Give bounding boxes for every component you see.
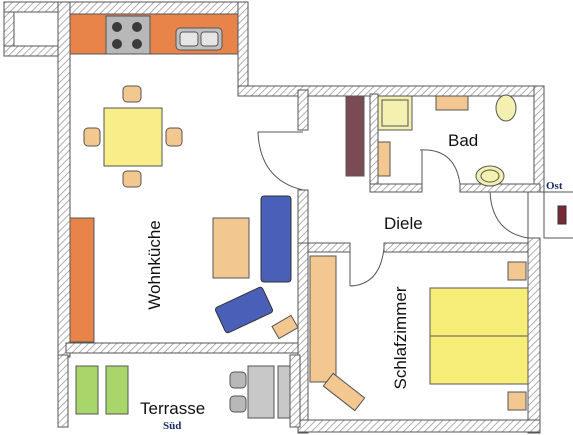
sofa — [260, 195, 292, 283]
lounger-icon — [105, 365, 129, 415]
chair-icon — [322, 372, 366, 412]
armchair — [215, 286, 273, 334]
compass-south: Süd — [163, 420, 181, 432]
room-label-kitchen: Wohnküche — [145, 220, 164, 309]
chair-icon — [229, 371, 247, 389]
bedroom-wardrobe — [309, 255, 337, 383]
bedroom-furniture — [309, 255, 529, 412]
compass-east: Ost — [546, 180, 563, 192]
walls — [3, 1, 545, 434]
room-label-bedroom: Schlafzimmer — [391, 286, 410, 389]
nightstand-icon — [507, 391, 527, 411]
sideboard — [69, 217, 95, 343]
chair-icon — [83, 127, 101, 147]
stove-icon — [105, 15, 151, 55]
lounger-icon — [75, 365, 99, 415]
terrace-furniture — [75, 365, 291, 419]
chair-icon — [229, 395, 247, 413]
room-label-hall: Diele — [384, 214, 423, 233]
side-table — [271, 314, 299, 340]
terrace-table — [247, 365, 275, 419]
dining-table — [83, 85, 183, 188]
radiator-icon — [557, 205, 567, 225]
doors — [257, 131, 529, 287]
wardrobe — [345, 95, 365, 177]
room-label-terrace: Terrasse — [140, 399, 205, 418]
shower-tray — [377, 95, 413, 131]
room-label-bath: Bad — [448, 131, 478, 150]
chair-icon — [122, 170, 142, 188]
chair-icon — [122, 85, 142, 103]
washbasin-icon — [495, 94, 517, 122]
nightstand-icon — [507, 261, 527, 281]
bathroom-fixtures — [377, 94, 517, 187]
coffee-table — [212, 217, 250, 279]
toilet-icon — [475, 165, 505, 187]
kitchen-counter — [69, 13, 239, 55]
chair-icon — [165, 127, 183, 147]
